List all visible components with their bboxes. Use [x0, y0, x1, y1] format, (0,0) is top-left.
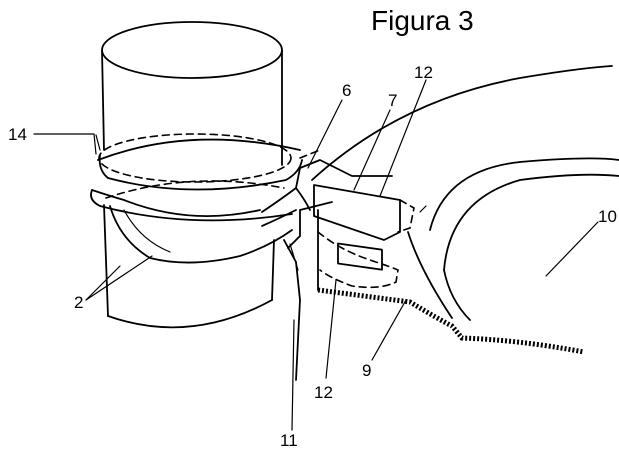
hidden-contours — [98, 133, 321, 199]
label-7: 7 — [388, 91, 397, 110]
label-11: 11 — [280, 431, 298, 450]
label-14: 14 — [8, 125, 27, 144]
label-10: 10 — [598, 207, 617, 226]
lower-housing — [317, 209, 453, 319]
label-2: 2 — [74, 293, 83, 312]
label-12-bottom: 12 — [314, 383, 333, 402]
figure-title: Figura 3 — [371, 5, 474, 36]
label-6: 6 — [342, 81, 351, 100]
main-body — [311, 65, 619, 321]
leader-lines — [33, 79, 599, 431]
hatched-edge — [317, 287, 585, 355]
bracket-arm — [261, 159, 393, 381]
label-12-top: 12 — [414, 63, 433, 82]
collar-band — [95, 134, 303, 191]
label-9: 9 — [362, 361, 371, 380]
holder-tray — [90, 189, 293, 264]
display-unit — [313, 184, 427, 271]
